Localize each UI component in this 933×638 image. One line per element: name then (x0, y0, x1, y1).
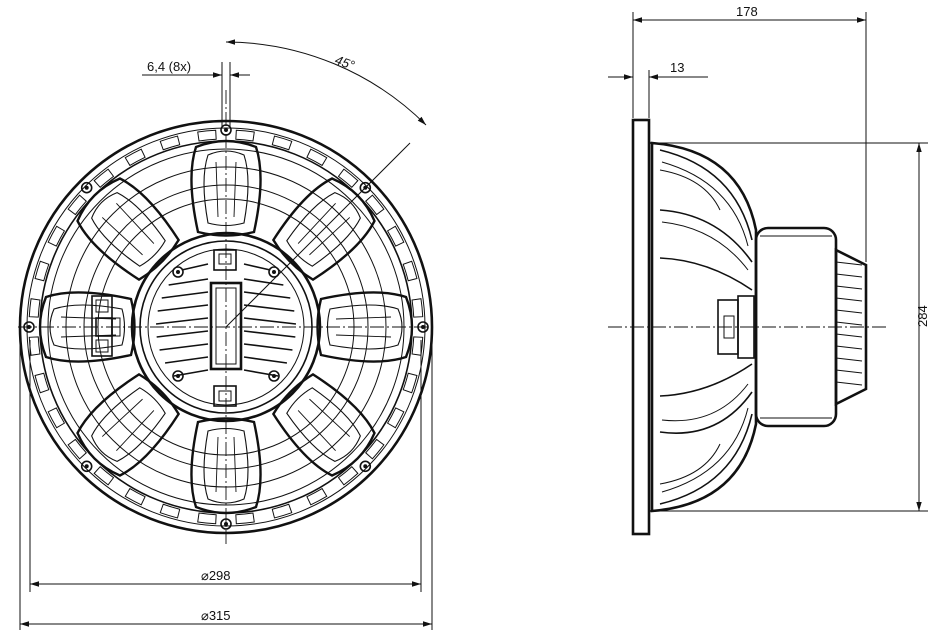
bottom-terminal (213, 385, 237, 407)
heatsink-fin (156, 330, 209, 338)
basket-outline (650, 141, 758, 513)
heatsink-fin (243, 317, 297, 325)
inner-diameter-label: ⌀298 (201, 568, 231, 583)
height-dimension: 284 (652, 142, 930, 512)
outer-diameter-dimension: ⌀315 (19, 340, 433, 630)
angle-dimension: 45° (225, 39, 427, 126)
heatsink-fin (243, 291, 291, 299)
rim-slot (235, 512, 255, 525)
side-fin (835, 369, 863, 374)
heatsink-fin (243, 343, 293, 351)
depth-dimension: 178 (632, 4, 867, 262)
hole-dimension: 6,4 (8x) (142, 59, 250, 128)
height-label: 284 (915, 305, 930, 327)
mounting-hole (359, 181, 372, 194)
side-fin (835, 261, 863, 266)
rim-slot (159, 135, 181, 151)
rim-slot (197, 129, 217, 142)
mounting-hole (359, 460, 372, 473)
front-view: 6,4 (8x) 45° ⌀298 ⌀315 (18, 39, 434, 630)
rim-slot (271, 135, 293, 151)
rim-slot (124, 487, 146, 506)
heatsink-fin (159, 343, 209, 351)
mounting-hole (80, 460, 93, 473)
rim-slot (271, 503, 293, 519)
rim-slot (93, 466, 115, 486)
mounting-hole-center (363, 464, 368, 469)
angle-reference-line (225, 142, 411, 328)
angle-label: 45° (333, 52, 357, 73)
hole-dimension-label: 6,4 (8x) (147, 59, 191, 74)
heatsink-fin (243, 356, 288, 364)
heatsink-fin (181, 263, 209, 271)
mounting-hole-center (84, 185, 89, 190)
rim-slot (337, 168, 359, 188)
rim-slot (67, 194, 87, 216)
heatsink-fin (161, 291, 209, 299)
flange-thickness-dimension: 13 (608, 60, 708, 118)
rim-slot (306, 148, 328, 167)
heatsink-fin (157, 304, 209, 312)
rim-slot (124, 148, 146, 167)
side-fin (835, 345, 863, 350)
basket-ribs (659, 149, 753, 505)
side-fin (835, 357, 863, 362)
outer-diameter-label: ⌀315 (201, 608, 231, 623)
side-view: 178 13 284 (608, 4, 930, 536)
rim-slot (235, 129, 255, 142)
side-fin (835, 381, 863, 386)
rim-slot (34, 260, 50, 282)
rim-slot (197, 512, 217, 525)
rear-heatsink (834, 247, 868, 407)
rim-slot (365, 438, 385, 460)
rim-slot (411, 298, 424, 318)
heatsink-fin (164, 356, 209, 364)
side-fin (835, 333, 863, 338)
mounting-hole-center (84, 464, 89, 469)
heatsink-fin (243, 278, 284, 286)
inner-diameter-dimension: ⌀298 (29, 340, 422, 592)
top-terminal (213, 249, 237, 271)
mounting-hole-center (224, 522, 228, 526)
rim-slot (47, 225, 66, 247)
side-fin (835, 321, 863, 326)
rim-slot (28, 298, 41, 318)
rim-slot (386, 225, 405, 247)
side-fin (835, 273, 863, 278)
rim-slot (67, 438, 87, 460)
heatsink-fins (155, 263, 297, 377)
rim-slot (402, 260, 418, 282)
rear-heatsink-fins (835, 261, 863, 386)
depth-label: 178 (736, 4, 758, 19)
rim-slot (47, 407, 66, 429)
heatsink-fin (168, 278, 209, 286)
heatsink-fin (243, 263, 271, 271)
rim-slot (306, 487, 328, 506)
side-fin (835, 285, 863, 290)
side-fin (835, 297, 863, 302)
rim-slot (337, 466, 359, 486)
rim-slot (386, 407, 405, 429)
rim-slot (93, 168, 115, 188)
rim-slot (365, 194, 385, 216)
flange-thickness-label: 13 (670, 60, 684, 75)
heatsink-fin (155, 317, 209, 325)
heatsink-fin (243, 330, 296, 338)
heatsink-fin (243, 304, 295, 312)
side-fin (835, 309, 863, 314)
rim-slot (28, 336, 41, 356)
rim-slot (159, 503, 181, 519)
hub-screws (172, 266, 280, 382)
mounting-hole (80, 181, 93, 194)
rim-slot (402, 372, 418, 394)
rim-slots (28, 129, 424, 525)
rim-slot (34, 372, 50, 394)
